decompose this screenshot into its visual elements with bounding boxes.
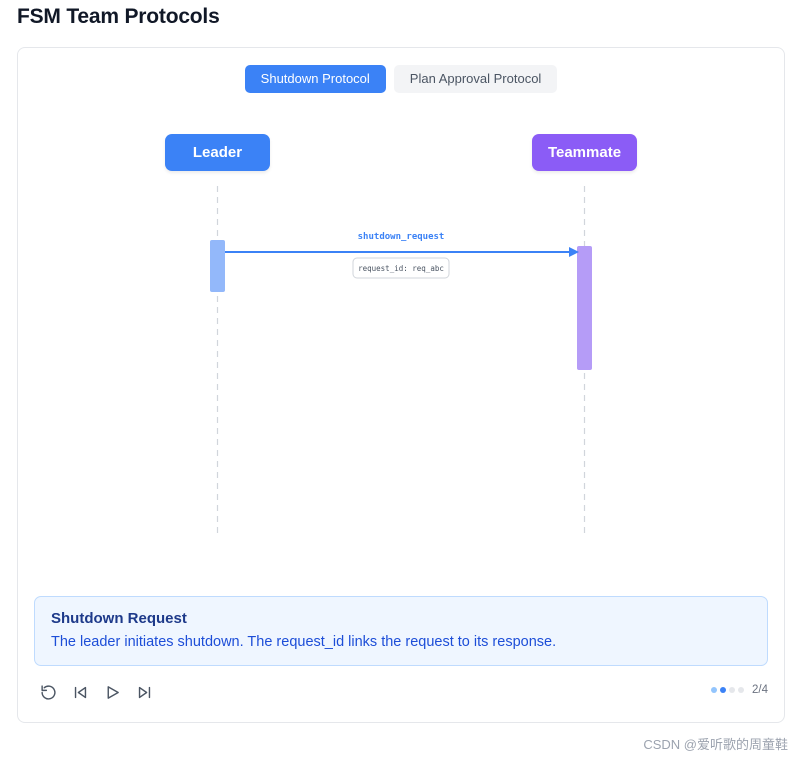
sequence-diagram: shutdown_request request_id: req_abc xyxy=(210,186,592,536)
actor-leader: Leader xyxy=(165,134,270,171)
progress-dots xyxy=(711,687,744,693)
protocol-tabs: Shutdown Protocol Plan Approval Protocol xyxy=(18,65,784,93)
step-description: The leader initiates shutdown. The reque… xyxy=(51,634,557,650)
step-back-button[interactable] xyxy=(70,682,90,702)
progress-dot xyxy=(720,687,726,693)
arrow-head-icon xyxy=(569,247,579,257)
step-forward-icon xyxy=(138,686,150,698)
page-title: FSM Team Protocols xyxy=(17,5,220,28)
progress-dot xyxy=(738,687,744,693)
message-label: shutdown_request xyxy=(358,232,445,242)
tab-shutdown-protocol[interactable]: Shutdown Protocol xyxy=(244,65,386,93)
actor-teammate: Teammate xyxy=(532,134,637,171)
playback-controls xyxy=(38,682,154,702)
payload-pill xyxy=(352,257,450,279)
step-counter: 2/4 xyxy=(752,684,768,696)
progress-dot xyxy=(711,687,717,693)
restart-button[interactable] xyxy=(38,682,58,702)
teammate-activation-bar xyxy=(577,246,592,370)
progress-dot xyxy=(729,687,735,693)
step-info-box: Shutdown Request The leader initiates sh… xyxy=(34,596,768,666)
leader-activation-bar xyxy=(210,240,225,292)
watermark: CSDN @爱听歌的周童鞋 xyxy=(643,737,788,752)
play-icon xyxy=(107,685,119,699)
step-progress: 2/4 xyxy=(711,684,768,696)
step-forward-button[interactable] xyxy=(134,682,154,702)
restart-icon xyxy=(40,684,56,700)
step-back-icon xyxy=(74,686,86,698)
tab-plan-approval-protocol[interactable]: Plan Approval Protocol xyxy=(393,65,558,93)
protocol-card: Shutdown Protocol Plan Approval Protocol… xyxy=(17,47,785,723)
step-title: Shutdown Request xyxy=(51,610,187,627)
play-button[interactable] xyxy=(102,682,122,702)
payload-text: request_id: req_abc xyxy=(358,264,444,273)
